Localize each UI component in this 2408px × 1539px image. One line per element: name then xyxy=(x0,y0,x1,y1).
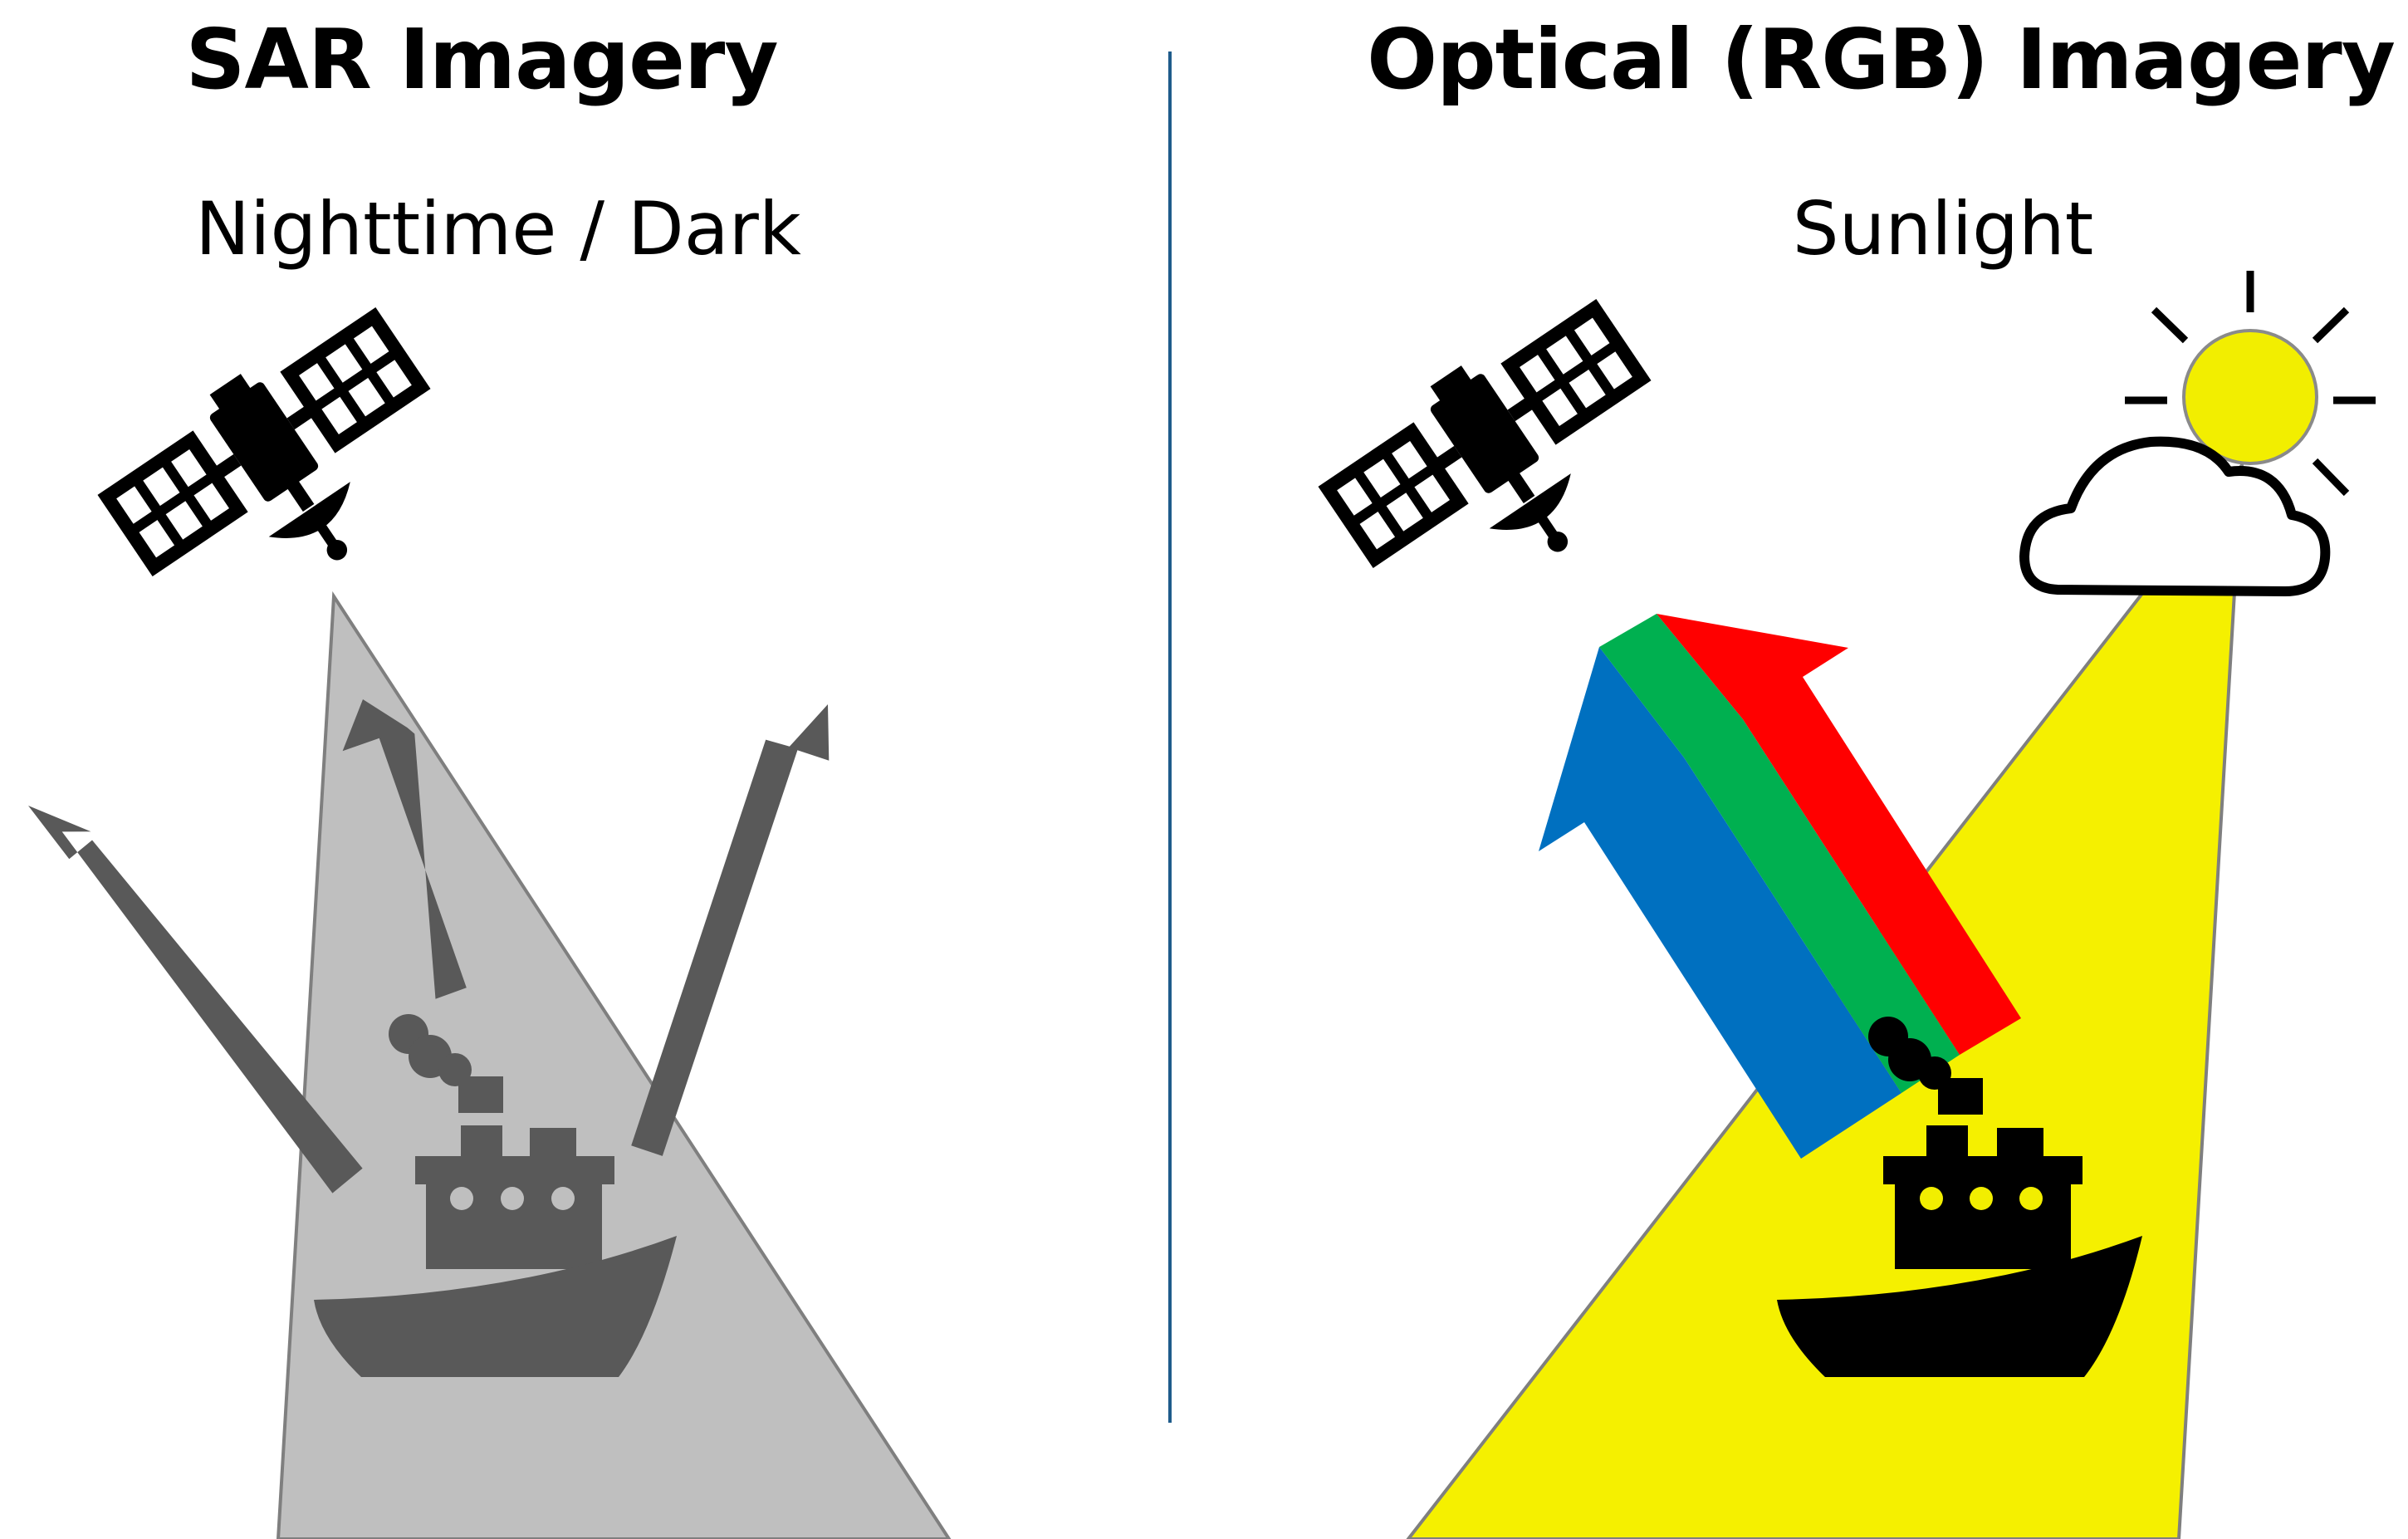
reflected-red-band xyxy=(1657,614,2021,1055)
reflected-rgb-arrow xyxy=(1539,614,2021,1159)
cloud-icon xyxy=(2019,436,2331,596)
backscatter-arrow-middle xyxy=(342,699,467,999)
optical-title: Optical (RGB) Imagery xyxy=(1367,11,2396,108)
sun-icon xyxy=(2125,271,2376,497)
reflected-blue-band xyxy=(1539,647,1901,1159)
sar-title: SAR Imagery xyxy=(185,11,778,108)
sar-condition: Nighttime / Dark xyxy=(195,186,801,272)
backscatter-arrow-left xyxy=(28,806,363,1193)
sar-satellite-icon xyxy=(92,294,477,648)
optical-ship-icon xyxy=(1777,1017,2142,1377)
sar-backscatter-arrows xyxy=(28,699,830,1193)
backscatter-arrow-right xyxy=(631,704,830,1156)
sar-panel xyxy=(28,294,952,1539)
optical-condition: Sunlight xyxy=(1792,186,2094,272)
optical-satellite-icon xyxy=(1313,286,1697,640)
sar-ship-icon xyxy=(314,1014,677,1377)
optical-panel xyxy=(1313,271,2376,1539)
reflected-green-band xyxy=(1599,614,1960,1093)
